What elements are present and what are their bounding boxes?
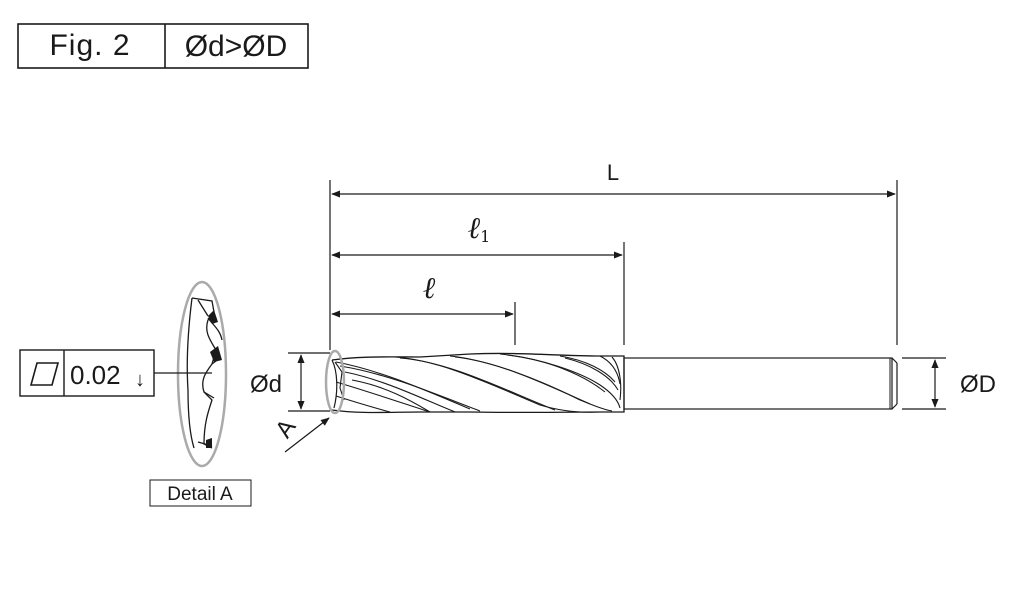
label-L: L xyxy=(607,160,619,185)
shank xyxy=(623,357,893,410)
label-A: A xyxy=(270,414,301,443)
helical-flutes xyxy=(335,353,622,413)
dimension-length: ℓ xyxy=(331,271,514,318)
label-l1: ℓ1 xyxy=(468,211,491,246)
dimension-flute-length: ℓ1 xyxy=(331,211,623,259)
flatness-icon xyxy=(29,362,60,386)
extension-lines xyxy=(329,180,898,350)
figure-label: Fig. 2 xyxy=(49,29,130,62)
label-diameter-d: Ød xyxy=(250,371,282,398)
detail-caption: Detail A xyxy=(167,484,233,505)
tolerance-frame: 0.02 ↓ xyxy=(19,349,212,397)
dimension-shank-diameter: ØD xyxy=(902,357,996,410)
detail-caption-box xyxy=(149,479,252,507)
tolerance-value: 0.02 xyxy=(70,360,121,390)
label-diameter-D: ØD xyxy=(960,371,996,398)
detail-marker: A xyxy=(270,414,330,453)
diameter-condition: Ød>ØD xyxy=(185,30,288,63)
fluted-section xyxy=(331,352,625,414)
detail-a-circle xyxy=(324,349,346,415)
detail-a-view: Detail A xyxy=(149,280,252,507)
detail-a-ellipse xyxy=(176,280,228,468)
tolerance-arrow: ↓ xyxy=(135,369,145,391)
end-mill-body xyxy=(324,349,898,415)
dimension-overall-length: L xyxy=(331,160,896,198)
dimension-cutting-diameter: Ød xyxy=(250,352,330,412)
label-l: ℓ xyxy=(423,271,436,306)
figure-header: Fig. 2 Ød>ØD xyxy=(17,23,309,69)
